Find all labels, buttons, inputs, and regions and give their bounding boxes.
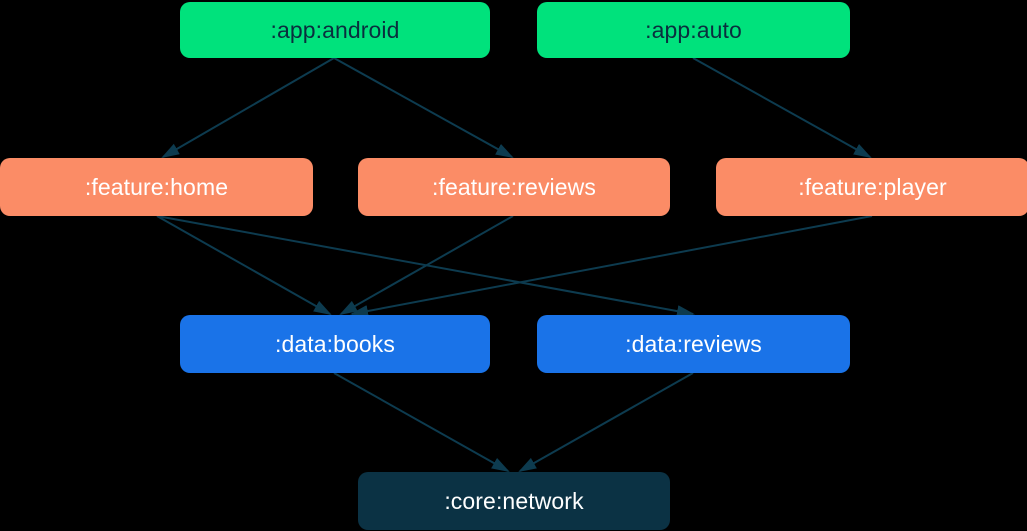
- edge-data-books-to-core-network: [333, 372, 510, 472]
- edge-feature-home-to-data-reviews: [156, 215, 695, 318]
- node-label-data-books: :data:books: [274, 330, 396, 357]
- node-label-feature-player: :feature:player: [798, 173, 947, 200]
- node-app-android[interactable]: :app:android: [180, 2, 490, 58]
- node-label-app-auto: :app:auto: [645, 16, 742, 43]
- node-feature-reviews[interactable]: :feature:reviews: [358, 158, 670, 216]
- node-data-books[interactable]: :data:books: [180, 315, 490, 373]
- node-feature-home[interactable]: :feature:home: [0, 158, 313, 216]
- node-label-feature-home: :feature:home: [84, 173, 229, 200]
- edge-app-auto-to-feature-player: [692, 57, 872, 158]
- node-label-core-network: :core:network: [444, 487, 584, 514]
- edge-feature-player-to-data-books: [350, 215, 873, 317]
- node-app-auto[interactable]: :app:auto: [537, 2, 850, 58]
- edge-feature-reviews-to-data-books: [339, 215, 514, 315]
- edge-data-reviews-to-core-network: [518, 372, 694, 472]
- edge-app-android-to-feature-home: [161, 57, 335, 159]
- edges-group: [156, 57, 873, 472]
- node-data-reviews[interactable]: :data:reviews: [537, 315, 850, 373]
- node-label-app-android: :app:android: [270, 16, 400, 43]
- node-core-network[interactable]: :core:network: [358, 472, 670, 530]
- node-label-feature-reviews: :feature:reviews: [432, 173, 596, 200]
- node-label-data-reviews: :data:reviews: [625, 330, 762, 357]
- node-feature-player[interactable]: :feature:player: [716, 158, 1027, 216]
- edge-app-android-to-feature-reviews: [333, 57, 514, 158]
- edge-feature-home-to-data-books: [156, 215, 332, 315]
